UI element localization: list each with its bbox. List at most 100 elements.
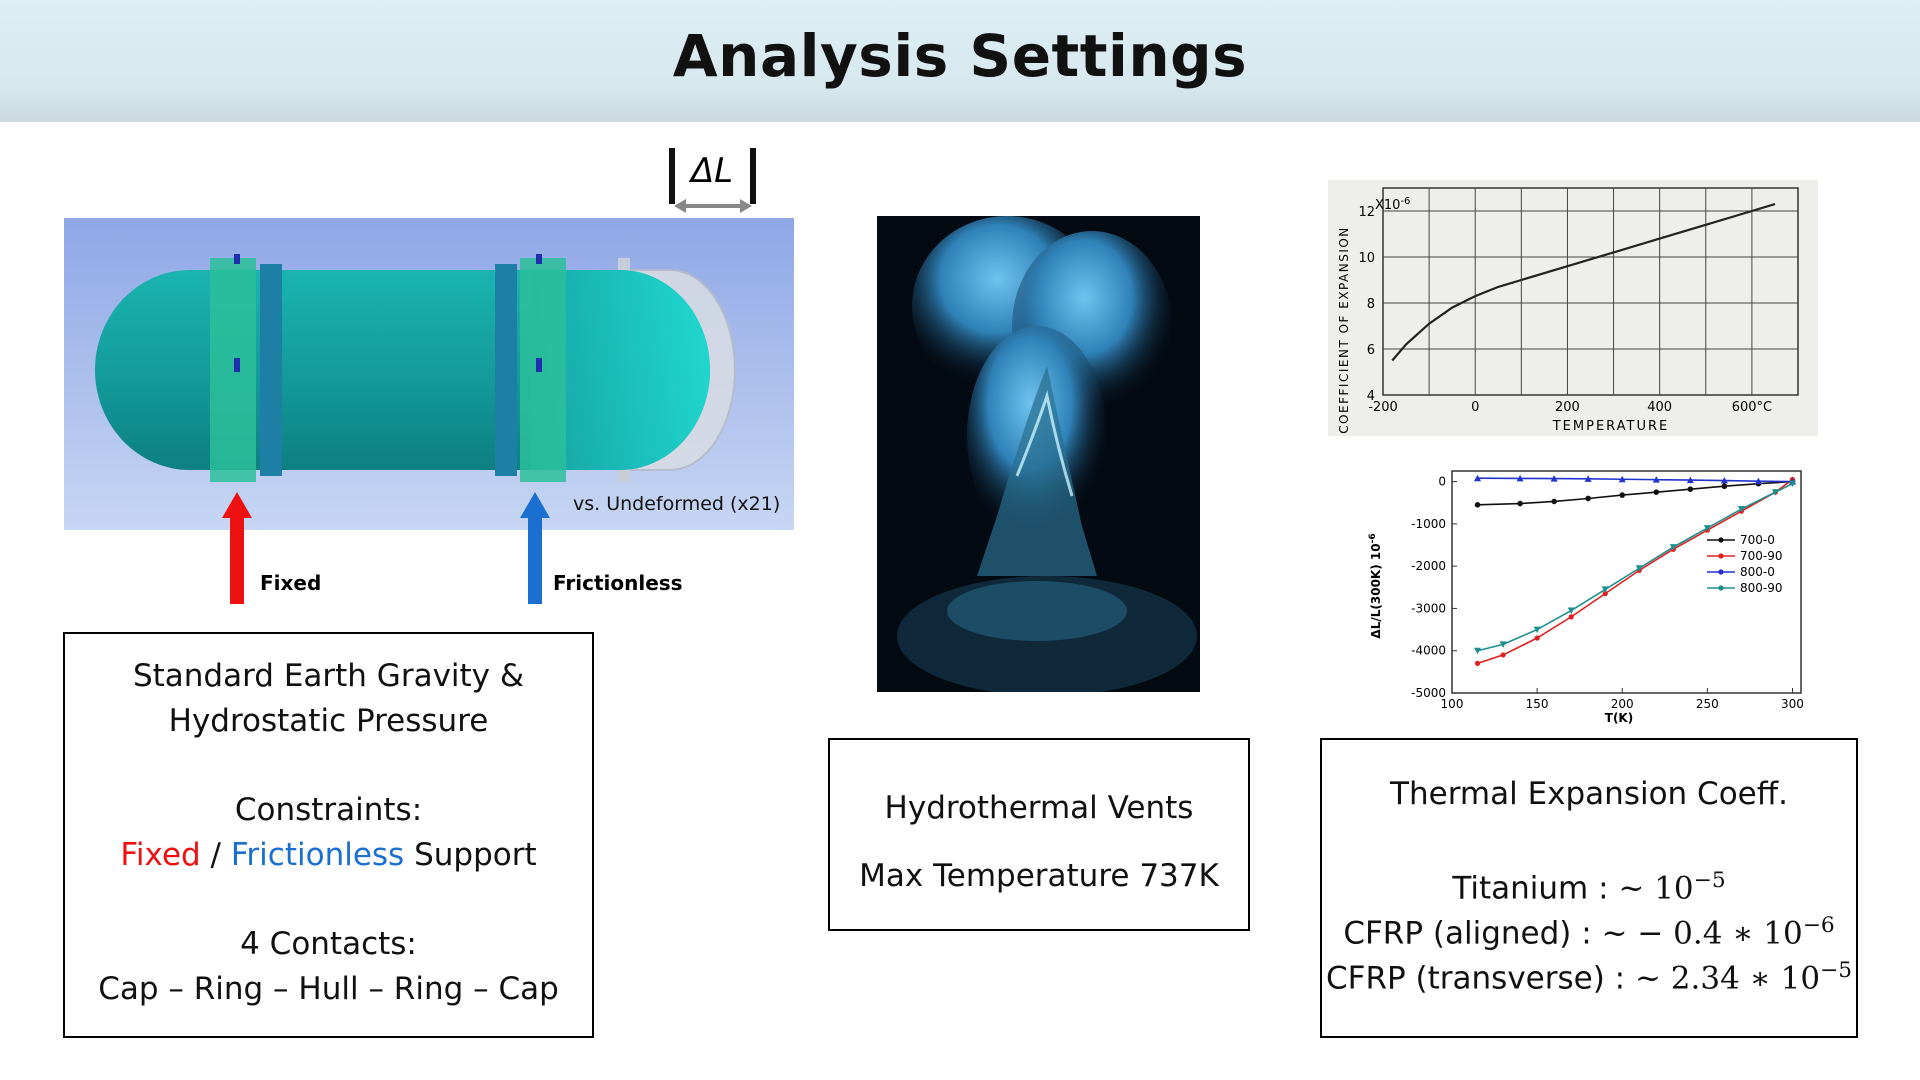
delta-left-bar [669, 148, 675, 204]
chart2-x-tick-label: 150 [1526, 697, 1549, 711]
chart2-point [1720, 477, 1728, 484]
right-ring-band [495, 264, 517, 476]
chart2-point [1754, 477, 1762, 485]
chart2-legend-marker [1718, 585, 1724, 591]
chart2-frame [1451, 470, 1802, 694]
chart2-point [1474, 502, 1481, 508]
chart2-point [1618, 475, 1626, 483]
chart2-point [1721, 483, 1728, 490]
chart2-point [1653, 489, 1660, 495]
chart2-legend-marker [1718, 537, 1724, 543]
contacts-heading: 4 Contacts: [240, 926, 417, 962]
chart1-y-tick-label: 6 [1367, 343, 1375, 358]
fixed-word: Fixed [120, 837, 201, 873]
chart1-grid [1382, 187, 1799, 396]
chart2-point [1687, 486, 1694, 492]
chart2-legend-label: 800-0 [1740, 565, 1775, 579]
frictionless-arrow-head [520, 492, 550, 518]
chart2-point [1474, 660, 1481, 666]
expansion-coeff-box: Thermal Expansion Coeff. Titanium : ~ 10… [1320, 738, 1858, 1038]
delta-right-bar [750, 148, 756, 204]
chart1-x-tick-label: 0 [1471, 400, 1479, 415]
chart2-point [1474, 647, 1482, 655]
chart1-x-tick-label: 400 [1647, 400, 1672, 415]
expansion-heading: Thermal Expansion Coeff. [1390, 776, 1788, 812]
chart1-x-ticks: -200 0 200 400 600°C [1368, 400, 1772, 415]
chart2-legend-label: 700-0 [1740, 533, 1775, 547]
support-line: Fixed / Frictionless Support [65, 837, 592, 873]
chart1-background [1328, 180, 1818, 436]
fixed-arrow-shaft [230, 512, 244, 604]
chart1-y-tick-label: 10 [1358, 251, 1375, 266]
delta-arrow-right-head [740, 199, 752, 213]
hydrothermal-vent-photo [877, 216, 1200, 692]
constraints-heading: Constraints: [234, 792, 423, 828]
fixed-arrow-head [222, 492, 252, 518]
bolt-marker [536, 358, 542, 372]
chart2-legend-marker [1718, 569, 1724, 575]
chart1-x-tick-label: -200 [1368, 400, 1398, 415]
chart2-point [1500, 652, 1506, 658]
chart1-xlabel: TEMPERATURE [1552, 419, 1670, 434]
chart1-x-tick-label: 600°C [1732, 400, 1772, 415]
vents-title: Hydrothermal Vents [884, 790, 1194, 826]
right-ring [520, 258, 566, 482]
chart1-x-tick-label: 200 [1555, 400, 1580, 415]
chart2-point [1550, 475, 1558, 482]
chart2-y-tick-label: -4000 [1411, 644, 1446, 658]
chart2-point [1533, 626, 1541, 634]
chart2-series [1474, 474, 1796, 666]
chart2-legend-marker [1718, 553, 1724, 559]
chart2-point [1686, 476, 1694, 484]
delta-l-label: ΔL [688, 151, 733, 191]
chart2-point [1619, 492, 1626, 498]
chart2-x-tick-label: 300 [1781, 697, 1804, 711]
chart2-point [1534, 635, 1540, 641]
chart2-point [1788, 480, 1796, 488]
frictionless-word: Frictionless [230, 837, 405, 873]
chart2-y-tick-label: -3000 [1411, 601, 1446, 615]
chart2-series-line [1477, 477, 1793, 483]
chart2-legend-label: 700-90 [1740, 549, 1783, 563]
chart2-legend-label: 800-90 [1740, 581, 1783, 595]
left-ring-band [260, 264, 282, 476]
chart1-series [1391, 203, 1776, 362]
contacts-chain: Cap – Ring – Hull – Ring – Cap [98, 971, 559, 1007]
header-bar [0, 0, 1920, 122]
chart1-multiplier: X10-6 [1375, 196, 1410, 213]
left-ring [210, 258, 256, 482]
chart2-point [1516, 474, 1524, 482]
chart2-point [1652, 476, 1660, 483]
chart2-point [1517, 500, 1523, 507]
chart1-ylabel: COEFFICIENT OF EXPANSION [1337, 226, 1351, 434]
bolt-marker [234, 358, 240, 372]
chart2-point [1602, 591, 1608, 597]
max-temperature: Max Temperature 737K [859, 858, 1219, 894]
chart1-frame [1382, 187, 1799, 396]
gravity-line: Standard Earth Gravity & [132, 658, 525, 694]
chart2-y-ticks: 0-1000-2000-3000-4000-5000 [1411, 475, 1457, 700]
frictionless-arrow-shaft [528, 512, 542, 604]
chart2-y-tick-label: 0 [1438, 475, 1446, 489]
pressure-line: Hydrostatic Pressure [168, 703, 489, 739]
chart1-series-line [1391, 203, 1776, 362]
slash-separator: / [200, 837, 231, 873]
chart2-point [1567, 607, 1575, 615]
right-cap [530, 270, 710, 470]
chart2-point [1568, 614, 1574, 620]
fixed-label: Fixed [260, 571, 321, 595]
cfrp-transverse-row: CFRP (transverse) : ~ 2.34 ∗ 10−5 [1325, 958, 1853, 997]
support-word: Support [404, 837, 537, 873]
frictionless-label: Frictionless [553, 571, 683, 595]
chart2-point [1474, 474, 1482, 482]
vent-chimney [977, 366, 1097, 576]
chart2-x-tick-label: 250 [1696, 697, 1719, 711]
page-title: Analysis Settings [672, 22, 1248, 90]
delta-arrow-left-head [674, 199, 686, 213]
vent-mound-highlight [947, 581, 1127, 641]
vent-highlight [1015, 390, 1074, 497]
